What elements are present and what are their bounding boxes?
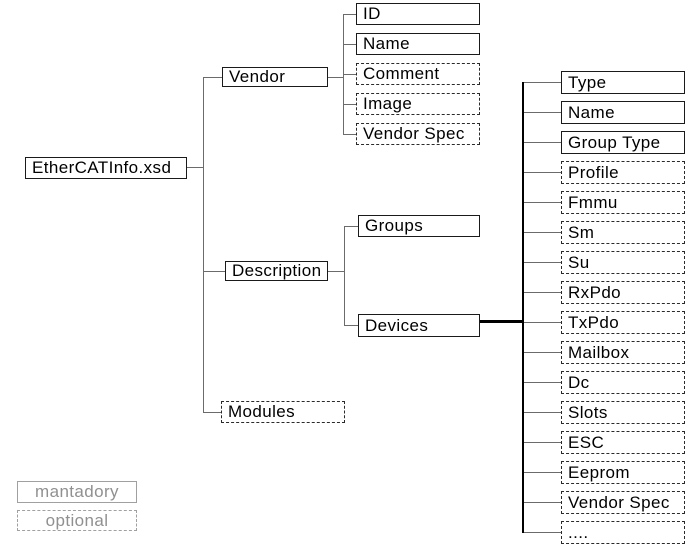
trunk-devices-children	[522, 82, 524, 533]
node-dc: Dc	[561, 371, 685, 394]
connector-devname	[524, 112, 561, 113]
connector-mailbox	[524, 352, 561, 353]
node-image: Image	[356, 93, 480, 115]
connector-type	[524, 82, 561, 83]
connector-sm	[524, 232, 561, 233]
connector-dev-vendor-spec	[524, 502, 561, 503]
connector-profile	[524, 172, 561, 173]
connector-name	[343, 44, 356, 45]
node-profile: Profile	[561, 161, 685, 184]
connector-comment	[343, 74, 356, 75]
connector-dc	[524, 382, 561, 383]
node-ethercatinfo-xsd: EtherCATInfo.xsd	[25, 157, 187, 179]
connector-slots	[524, 412, 561, 413]
node-vendor-spec: Vendor Spec	[356, 123, 480, 145]
node-rxpdo: RxPdo	[561, 281, 685, 304]
connector-txpdo	[524, 322, 561, 323]
node-sm: Sm	[561, 221, 685, 244]
connector-id	[343, 14, 356, 15]
legend-mandatory: mantadory	[17, 481, 137, 503]
node-slots: Slots	[561, 401, 685, 424]
trunk-description-children	[344, 226, 345, 326]
connector-group-type	[524, 142, 561, 143]
node-comment: Comment	[356, 63, 480, 85]
connector-description	[203, 271, 225, 272]
node-ellipsis: ....	[561, 521, 685, 544]
node-modules: Modules	[221, 401, 345, 423]
trunk-level1	[203, 77, 204, 413]
node-id: ID	[356, 3, 480, 25]
connector-description-out	[328, 271, 344, 272]
connector-su	[524, 262, 561, 263]
node-vendor-name: Name	[356, 33, 480, 55]
node-txpdo: TxPdo	[561, 311, 685, 334]
node-device-vendor-spec: Vendor Spec	[561, 491, 685, 514]
node-vendor: Vendor	[222, 67, 328, 87]
legend-optional: optional	[17, 510, 137, 531]
node-description: Description	[225, 261, 328, 281]
node-devices: Devices	[358, 314, 480, 337]
connector-vendor-spec	[343, 134, 356, 135]
node-eeprom: Eeprom	[561, 461, 685, 484]
connector-devices-out	[480, 320, 524, 323]
connector-devices	[344, 325, 358, 326]
connector-modules	[203, 412, 221, 413]
node-esc: ESC	[561, 431, 685, 454]
connector-root	[187, 167, 203, 168]
node-fmmu: Fmmu	[561, 191, 685, 214]
node-type: Type	[561, 71, 685, 94]
connector-eeprom	[524, 472, 561, 473]
connector-ellipsis	[524, 532, 561, 533]
node-su: Su	[561, 251, 685, 274]
node-device-name: Name	[561, 101, 685, 124]
node-mailbox: Mailbox	[561, 341, 685, 364]
connector-groups	[344, 226, 358, 227]
connector-vendor	[203, 77, 222, 78]
connector-fmmu	[524, 202, 561, 203]
connector-image	[343, 104, 356, 105]
connector-esc	[524, 442, 561, 443]
node-groups: Groups	[358, 215, 480, 237]
connector-rxpdo	[524, 292, 561, 293]
connector-vendor-out	[328, 77, 343, 78]
node-group-type: Group Type	[561, 131, 685, 154]
